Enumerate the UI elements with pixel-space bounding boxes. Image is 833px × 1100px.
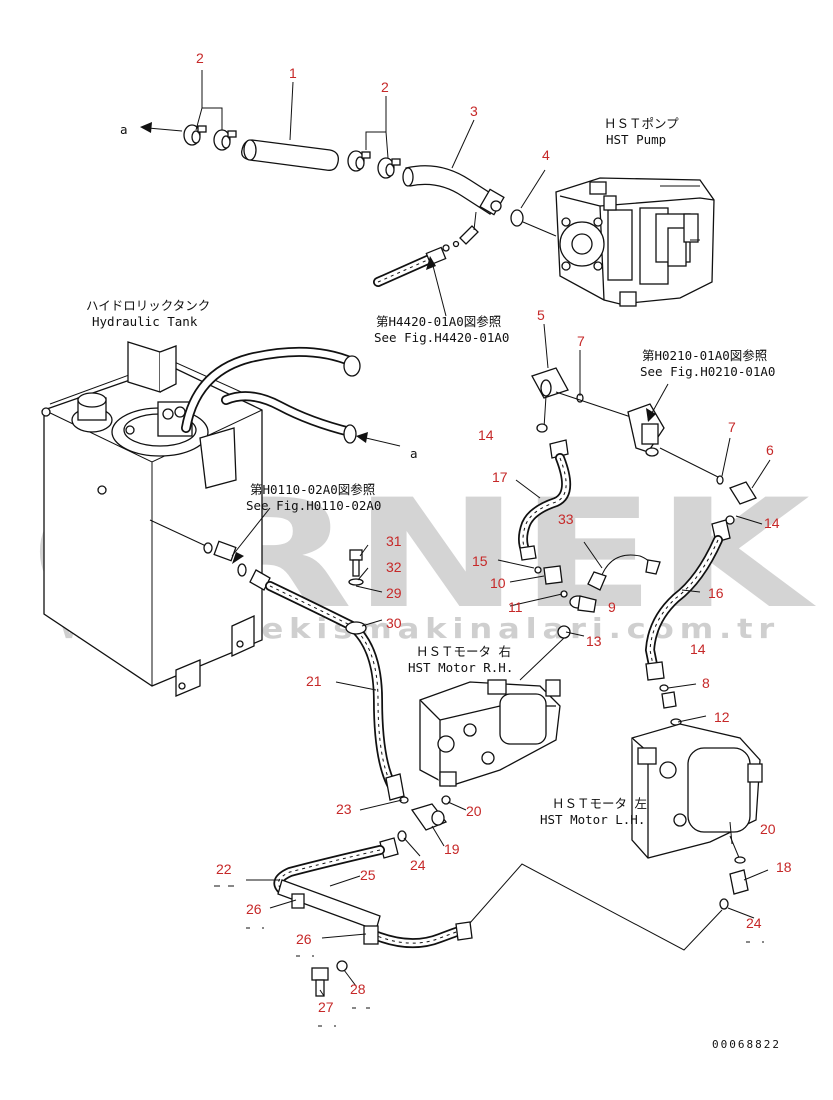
callout-15: 15 [472, 553, 488, 569]
callout-14-c: 14 [690, 641, 706, 657]
callout-9: 9 [608, 599, 616, 615]
hst-pump-jp: ＨＳＴポンプ [604, 116, 679, 131]
ref-h0110-jp: 第H0110-02A0図参照 [250, 482, 375, 497]
callout-dash-marks [214, 885, 764, 1027]
sensor-33 [587, 554, 661, 591]
callout-5: 5 [537, 307, 545, 323]
callout-24-right: 24 [746, 915, 762, 931]
ref-h0210-jp: 第H0210-01A0図参照 [642, 348, 767, 363]
hose-21 [249, 569, 405, 801]
hose-22 [273, 837, 399, 895]
arrow-a-top-label: a [120, 122, 128, 137]
fitting-19 [397, 795, 451, 842]
ref-h0210-en: See Fig.H0210-01A0 [640, 364, 775, 379]
drawing-code: 00068822 [712, 1038, 781, 1051]
hst-motor-lh: ＨＳＴモータ 左 HST Motor L.H. [540, 723, 763, 864]
tube-25 [277, 879, 473, 949]
ref-h0110-en: See Fig.H0110-02A0 [246, 498, 381, 513]
callout-33: 33 [558, 511, 574, 527]
callout-30: 30 [386, 615, 402, 631]
hose-h4420 [373, 246, 447, 317]
tank-label-jp: ハイドロリックタンク [86, 298, 210, 313]
valve-h0210 [627, 383, 721, 479]
callout-16: 16 [708, 585, 724, 601]
callout-21: 21 [306, 673, 322, 689]
hst-pump: ＨＳＴポンプ HST Pump [555, 116, 715, 307]
arrow-a-mid-label: a [410, 446, 418, 461]
hose-16 [644, 519, 731, 726]
callout-26-a: 26 [246, 901, 262, 917]
callout-19: 19 [444, 841, 460, 857]
tank-label-en: Hydraulic Tank [92, 314, 198, 329]
oring-4 [510, 169, 557, 237]
tank-outlet-fittings [149, 507, 271, 577]
leader-lines [195, 70, 771, 997]
callout-2-left: 2 [196, 50, 204, 66]
callout-4: 4 [542, 147, 550, 163]
callout-3: 3 [470, 103, 478, 119]
callout-numbers: 1 2 2 3 4 5 7 7 6 14 14 14 17 33 15 10 1… [196, 50, 792, 1015]
ref-h4420-jp: 第H4420-01A0図参照 [376, 314, 501, 329]
callout-12: 12 [714, 709, 730, 725]
clamp-pair-right [347, 150, 401, 179]
callout-31: 31 [386, 533, 402, 549]
motor-lh-jp: ＨＳＴモータ 左 [552, 796, 647, 811]
hose-1 [241, 139, 339, 171]
callout-22: 22 [216, 861, 232, 877]
reference-labels: 第H4420-01A0図参照 See Fig.H4420-01A0 第H0210… [246, 314, 775, 513]
callout-23: 23 [336, 801, 352, 817]
hose-3 [402, 165, 505, 216]
callout-20-mid: 20 [466, 803, 482, 819]
callout-25: 25 [360, 867, 376, 883]
clamp-pair-left [183, 124, 237, 151]
hst-motor-rh: ＨＳＴモータ 右 HST Motor R.H. [408, 644, 561, 787]
arrow-a-mid: a [356, 432, 418, 461]
fitting-18 [461, 863, 749, 951]
motor-lh-en: HST Motor L.H. [540, 812, 645, 827]
ref-h4420-en: See Fig.H4420-01A0 [374, 330, 509, 345]
callout-2-right: 2 [381, 79, 389, 95]
callout-10: 10 [490, 575, 506, 591]
fitting-elbow-top [442, 211, 479, 252]
bolt-27 [311, 960, 348, 997]
fittings-10-11-15 [534, 565, 568, 598]
callout-6: 6 [766, 442, 774, 458]
motor-rh-en: HST Motor R.H. [408, 660, 513, 675]
callout-8: 8 [702, 675, 710, 691]
callout-28: 28 [350, 981, 366, 997]
callout-27: 27 [318, 999, 334, 1015]
callout-11: 11 [508, 599, 523, 615]
bolt-31 [348, 549, 364, 586]
callout-7-right: 7 [728, 419, 736, 435]
callout-32: 32 [386, 559, 402, 575]
callout-1: 1 [289, 65, 297, 81]
motor-rh-jp: ＨＳＴモータ 右 [416, 644, 511, 659]
hose-17 [518, 439, 571, 561]
callout-24-mid: 24 [410, 857, 426, 873]
callout-29: 29 [386, 585, 402, 601]
arrow-a-top: a [120, 122, 183, 137]
fitting-9 [519, 595, 597, 681]
callout-7-top: 7 [577, 333, 585, 349]
callout-13: 13 [586, 633, 602, 649]
callout-26-b: 26 [296, 931, 312, 947]
hydraulic-tank: ハイドロリックタンク Hydraulic Tank [41, 298, 361, 697]
fitting-6 [716, 475, 757, 525]
callout-14-a: 14 [478, 427, 494, 443]
callout-14-b: 14 [764, 515, 780, 531]
hst-pump-en: HST Pump [606, 132, 666, 147]
callout-17: 17 [492, 469, 508, 485]
callout-20-right: 20 [760, 821, 776, 837]
fitting-5 [531, 367, 641, 433]
callout-18: 18 [776, 859, 792, 875]
